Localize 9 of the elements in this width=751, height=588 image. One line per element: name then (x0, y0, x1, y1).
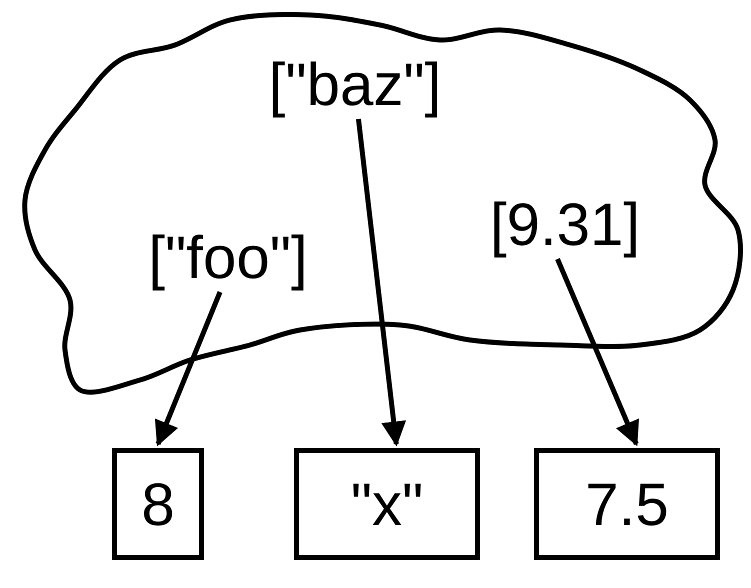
arrow (356, 118, 406, 446)
arrow (154, 291, 222, 446)
value-box: "x" (294, 448, 480, 560)
arrow (555, 258, 639, 446)
text-label: ["baz"] (268, 55, 442, 115)
text-label: [9.31] (490, 195, 640, 255)
value-box: 8 (112, 448, 204, 560)
value-box: 7.5 (534, 448, 720, 560)
text-label: ["foo"] (148, 228, 308, 288)
